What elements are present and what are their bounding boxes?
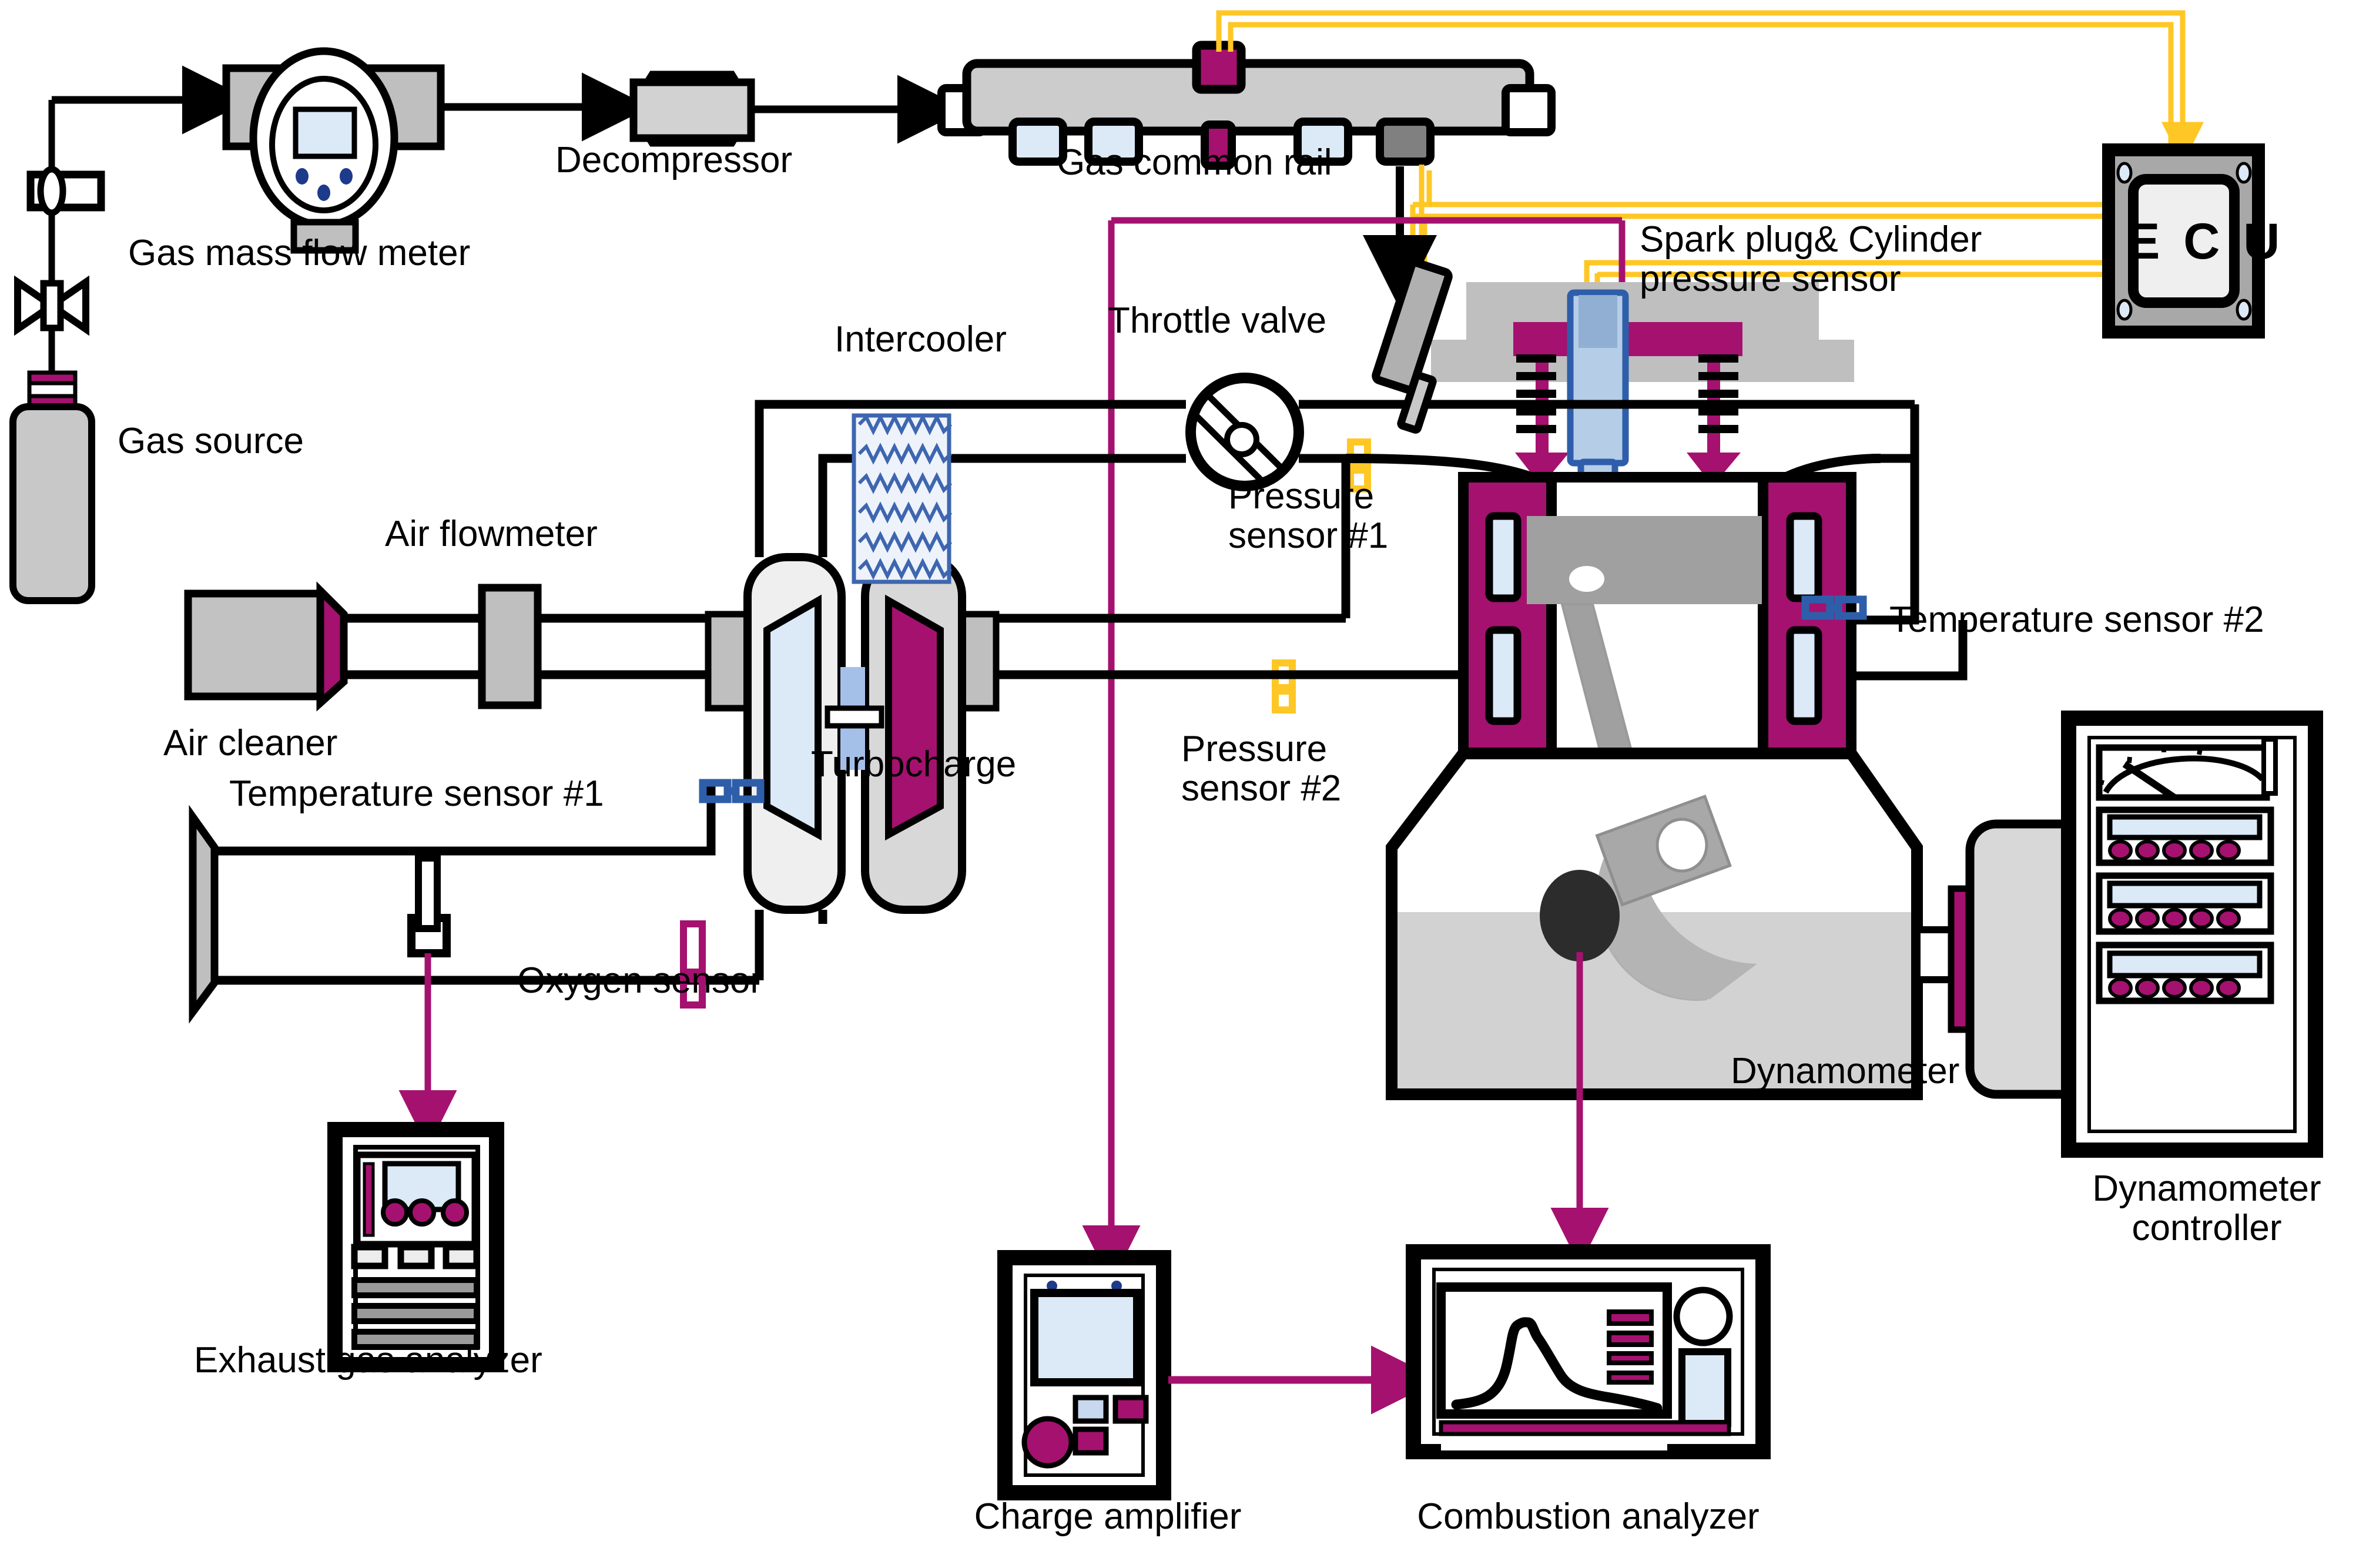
label-spark-plug-cylinder-pressure-sensor: Spark plug& Cylinder pressure sensor	[1640, 219, 1982, 299]
charge-air-duct	[755, 400, 1186, 557]
oxygen-sensor-icon	[407, 855, 451, 957]
engine-cylinder-block	[1458, 472, 1856, 792]
air-cleaner	[184, 581, 348, 712]
label-temperature-sensor-2: Temperature sensor #2	[1889, 599, 2264, 640]
gas-injector	[1372, 259, 1453, 434]
exhaust-downpipe	[212, 910, 827, 985]
label-dynamometer-controller: Dynamometer controller	[2092, 1168, 2321, 1248]
label-gas-mass-flow-meter: Gas mass flow meter	[128, 233, 471, 273]
gas-supply-line	[48, 65, 251, 394]
label-ecu: E C U	[2126, 213, 2285, 270]
label-pressure-sensor-2: Pressure sensor #2	[1181, 729, 1342, 809]
label-gas-source: Gas source	[118, 421, 304, 461]
needle-valve-icon	[26, 166, 105, 216]
gas-mass-flow-meter	[222, 47, 445, 254]
label-combustion-analyzer: Combustion analyzer	[1417, 1496, 1760, 1537]
label-turbocharge: Turbocharge	[811, 744, 1017, 785]
label-intercooler: Intercooler	[835, 319, 1007, 360]
ecu-box	[2102, 143, 2265, 339]
temperature-sensor-2-icon	[1801, 595, 1867, 620]
intake-runner	[1299, 400, 1484, 463]
decompressor	[629, 71, 755, 147]
gas-common-rail	[937, 41, 1556, 170]
ecu-signal-wires	[1216, 10, 2204, 306]
lambda-sensor-icon	[680, 920, 706, 1009]
exhaust-gas-analyzer	[327, 1122, 504, 1372]
intercooler	[852, 413, 953, 584]
throttle-valve	[1185, 373, 1304, 491]
exhaust-tailpipe	[189, 805, 219, 1024]
label-decompressor: Decompressor	[555, 140, 793, 180]
charge-amplifier	[997, 1250, 1171, 1500]
exhaust-to-turbine	[996, 458, 1968, 681]
gas-source-cylinder	[9, 370, 95, 604]
shutoff-valve-icon	[14, 275, 89, 336]
pressure-sensor-2-icon	[1272, 659, 1296, 713]
air-flowmeter	[478, 584, 542, 709]
label-air-cleaner: Air cleaner	[163, 723, 338, 763]
label-charge-amplifier: Charge amplifier	[974, 1496, 1242, 1537]
temperature-sensor-1-icon	[699, 779, 765, 803]
label-pressure-sensor-1: Pressure sensor #1	[1228, 476, 1389, 556]
label-gas-common-rail: Gas common rail	[1057, 142, 1332, 183]
turbocharger	[705, 553, 1000, 914]
label-air-flowmeter: Air flowmeter	[385, 514, 598, 554]
label-temperature-sensor-1: Temperature sensor #1	[229, 773, 604, 814]
label-throttle-valve: Throttle valve	[1108, 300, 1327, 341]
dynamometer-controller	[2061, 711, 2323, 1158]
label-exhaust-gas-analyzer: Exhaust gas analyzer	[194, 1340, 542, 1381]
label-dynamometer: Dynamometer	[1731, 1051, 1960, 1091]
combustion-analyzer	[1406, 1244, 1771, 1459]
temp-sensor-1-wire	[215, 782, 716, 856]
crankcase	[1386, 748, 1923, 1100]
exhaust-duct	[1484, 400, 1919, 681]
label-oxygen-sensor: Oxygen sensor	[517, 960, 762, 1001]
